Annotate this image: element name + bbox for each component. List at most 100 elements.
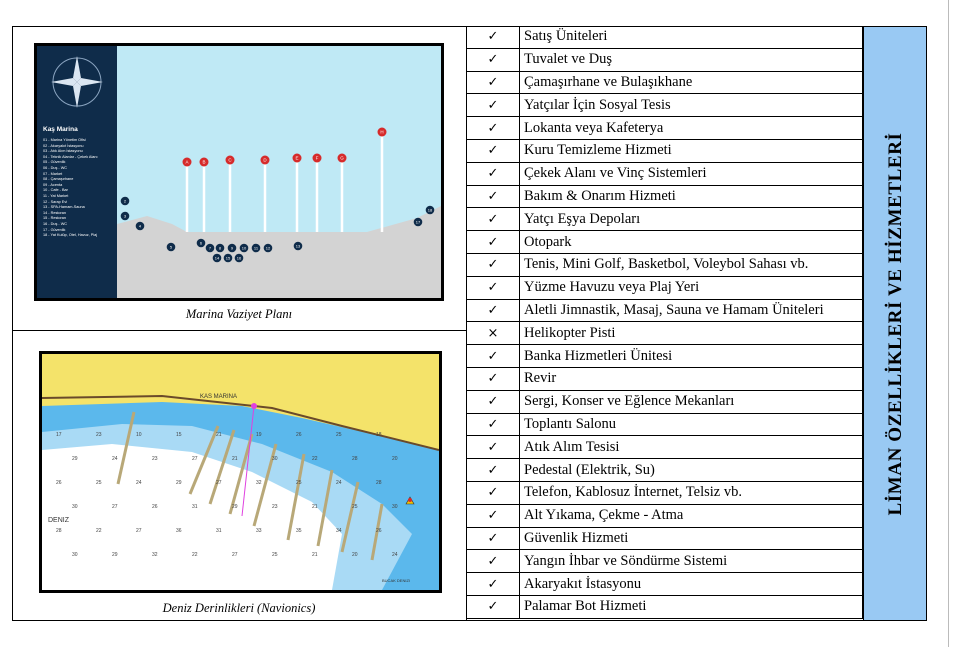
building-marker: 9 (227, 243, 237, 253)
service-label: Otopark (520, 231, 863, 253)
service-row: ✓Yüzme Havuzu veya Plaj Yeri (467, 276, 863, 300)
coastline (42, 394, 439, 451)
building-number: 12 (266, 246, 271, 251)
chart-pier-group (116, 411, 384, 561)
depth-sounding: 28 (56, 528, 62, 534)
service-label: Yatçılar İçin Sosyal Tesis (520, 94, 863, 117)
depth-sounding: 30 (392, 504, 398, 510)
service-label: Tuvalet ve Duş (520, 48, 863, 71)
legend-item: 03 - Atık Alım İstasyonu (43, 149, 83, 154)
building-number: 17 (416, 220, 421, 225)
depth-sounding: 30 (72, 504, 78, 510)
service-row: ✓Banka Hizmetleri Ünitesi (467, 345, 863, 368)
check-icon: ✓ (467, 48, 520, 71)
legend-item: 02 - Akaryakıt İstasyonu (43, 143, 84, 148)
pier-label: H (380, 130, 383, 135)
chart-pier (370, 503, 384, 561)
check-icon: ✓ (467, 368, 520, 390)
depth-sounding: 27 (216, 480, 222, 486)
pier-label: F (316, 156, 319, 161)
service-row: ✓Lokanta veya Kafeterya (467, 117, 863, 140)
building-marker: 3 (120, 211, 130, 221)
legend-item: 10 - Cafe - Bar (43, 188, 68, 193)
depth-sounding: 22 (192, 552, 198, 558)
depth-sounding: 33 (256, 528, 262, 534)
depth-sounding: 21 (232, 456, 238, 462)
service-row: ✓Satış Üniteleri (467, 26, 863, 49)
service-label: Toplantı Salonu (520, 413, 863, 436)
service-label: Revir (520, 368, 863, 390)
service-label: Tenis, Mini Golf, Basketbol, Voleybol Sa… (520, 254, 863, 276)
check-icon: ✓ (467, 26, 520, 48)
legend-item: 07 - Market (43, 171, 63, 176)
depth-sounding: 28 (352, 456, 358, 462)
depth-sounding: 29 (112, 552, 118, 558)
building-marker: 17 (413, 217, 423, 227)
service-row: ✓Alt Yıkama, Çekme - Atma (467, 504, 863, 528)
check-icon: ✓ (467, 345, 520, 367)
legend-item: 14 - Restoran (43, 210, 67, 215)
depth-sounding: 25 (336, 432, 342, 438)
building-marker: 13 (293, 241, 303, 251)
check-icon: ✓ (467, 117, 520, 139)
legend-item: 05 - Güvenlik (43, 160, 66, 165)
depth-sounding: 25 (296, 480, 302, 486)
depth-sounding: 31 (216, 528, 222, 534)
building-marker: 15 (223, 253, 233, 263)
depth-sounding: 24 (392, 552, 398, 558)
service-label: Çekek Alanı ve Vinç Sistemleri (520, 162, 863, 185)
building-marker: 7 (205, 243, 215, 253)
service-label: Pedestal (Elektrik, Su) (520, 459, 863, 481)
building-number: 15 (226, 256, 231, 261)
check-icon: ✓ (467, 254, 520, 276)
service-row: ✓Kuru Temizleme Hizmeti (467, 140, 863, 163)
services-heading-panel: LİMAN ÖZELLİKLERİ VE HİZMETLERİ (863, 26, 927, 621)
depth-sounding: 35 (296, 528, 302, 534)
chart-pier (188, 425, 220, 495)
service-label: Yatçı Eşya Depoları (520, 208, 863, 231)
depth-sounding: 30 (72, 552, 78, 558)
depth-sounding: 21 (216, 432, 222, 438)
service-row: ✓Tenis, Mini Golf, Basketbol, Voleybol S… (467, 254, 863, 277)
check-icon: ✓ (467, 208, 520, 231)
building-marker: 18 (425, 205, 435, 215)
chart-pier (208, 429, 236, 505)
legend-item: 17 - Güvenlik (43, 227, 66, 232)
building-number: 13 (296, 244, 301, 249)
services-table: ✓Satış Üniteleri✓Tuvalet ve Duş✓Çamaşırh… (467, 26, 863, 621)
service-label: Satış Üniteleri (520, 26, 863, 48)
chart-pier (228, 433, 254, 515)
depth-sounding: 23 (272, 504, 278, 510)
check-icon: ✓ (467, 550, 520, 573)
depth-sounding: 26 (56, 480, 62, 486)
check-icon: ✓ (467, 71, 520, 94)
service-row: ✓Çekek Alanı ve Vinç Sistemleri (467, 162, 863, 186)
check-icon: ✓ (467, 596, 520, 618)
pier-label: A (185, 160, 188, 165)
depth-sounding: 22 (312, 456, 318, 462)
service-row: ✓Revir (467, 368, 863, 391)
pier-label: C (228, 158, 232, 163)
check-icon: ✓ (467, 299, 520, 322)
depth-sounding: 18 (376, 432, 382, 438)
land-area (117, 206, 441, 298)
building-number: 9 (231, 246, 234, 251)
legend-item: 06 - Duş - WC (43, 165, 68, 170)
check-icon: ✓ (467, 573, 520, 595)
legend-item: 16 - Duş - WC (43, 221, 68, 226)
depth-sounding: 32 (256, 480, 262, 486)
service-label: Palamar Bot Hizmeti (520, 596, 863, 618)
service-label: Yüzme Havuzu veya Plaj Yeri (520, 276, 863, 299)
service-label: Telefon, Kablosuz İnternet, Telsiz vb. (520, 482, 863, 504)
check-icon: ✓ (467, 527, 520, 550)
check-icon: ✓ (467, 162, 520, 185)
services-heading: LİMAN ÖZELLİKLERİ VE HİZMETLERİ (885, 132, 906, 516)
building-number: 11 (254, 246, 259, 251)
pier-g: G (337, 153, 347, 232)
